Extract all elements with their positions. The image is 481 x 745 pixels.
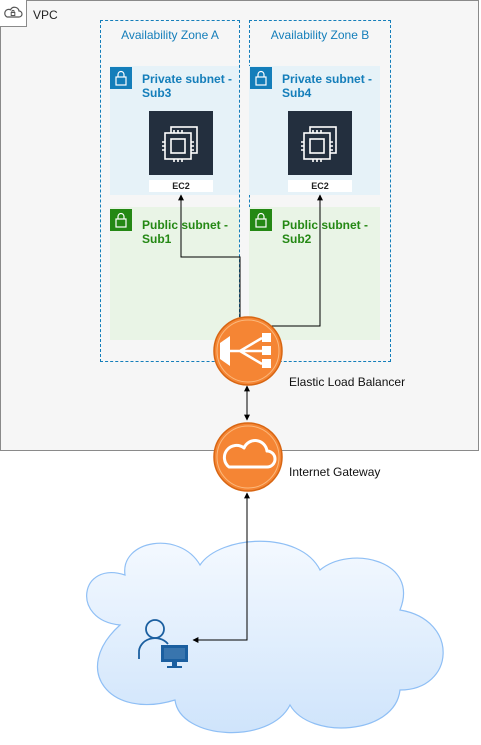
vpc-label: VPC [33, 8, 58, 22]
ec2-instance-a[interactable]: EC2 [149, 111, 213, 192]
vpc-cloud-icon [4, 6, 23, 18]
private-subnet-lock-icon [250, 67, 272, 89]
subnet-title-line: Public subnet - [282, 218, 369, 232]
ec2-instance-b-label: EC2 [288, 180, 352, 192]
public-subnet-lock-icon [110, 209, 132, 231]
connector-lb-to-ec2-a [178, 194, 241, 326]
ec2-chip-icon [288, 111, 352, 175]
subnet-title-line: Public subnet - [142, 218, 229, 232]
ec2-chip-icon [149, 111, 213, 175]
private-subnet-lock-icon [110, 67, 132, 89]
internet-gateway-label: Internet Gateway [289, 465, 381, 479]
load-balancer-label: Elastic Load Balancer [289, 375, 406, 389]
subnet-title-line: Sub4 [282, 86, 312, 100]
private-subnet-sub3-title: Private subnet - Sub3 [142, 72, 232, 100]
connector-igw-client [192, 492, 250, 643]
subnet-title-line: Private subnet - [142, 72, 233, 86]
user-computer-icon[interactable] [138, 619, 188, 668]
public-subnet-lock-icon [250, 209, 272, 231]
ec2-instance-a-label: EC2 [149, 180, 213, 192]
subnet-title-line: Sub2 [282, 232, 312, 246]
cloud-icon[interactable] [213, 422, 283, 492]
private-subnet-sub4-title: Private subnet - Sub4 [282, 72, 372, 100]
availability-zone-a-label: Availability Zone A [121, 28, 219, 42]
vpc-badge [0, 0, 27, 27]
connector-lb-to-ec2-b [262, 194, 323, 327]
subnet-title-line: Sub1 [142, 232, 172, 246]
ec2-instance-b[interactable]: EC2 [288, 111, 352, 192]
subnet-title-line: Sub3 [142, 86, 172, 100]
subnet-title-line: Private subnet - [282, 72, 373, 86]
public-subnet-sub2-title: Public subnet - Sub2 [282, 218, 368, 246]
availability-zone-a [100, 20, 240, 362]
load-balancer-icon[interactable] [213, 316, 283, 386]
public-subnet-sub1-title: Public subnet - Sub1 [142, 218, 228, 246]
availability-zone-b-label: Availability Zone B [270, 28, 370, 42]
internet-cloud-shape [86, 540, 444, 734]
